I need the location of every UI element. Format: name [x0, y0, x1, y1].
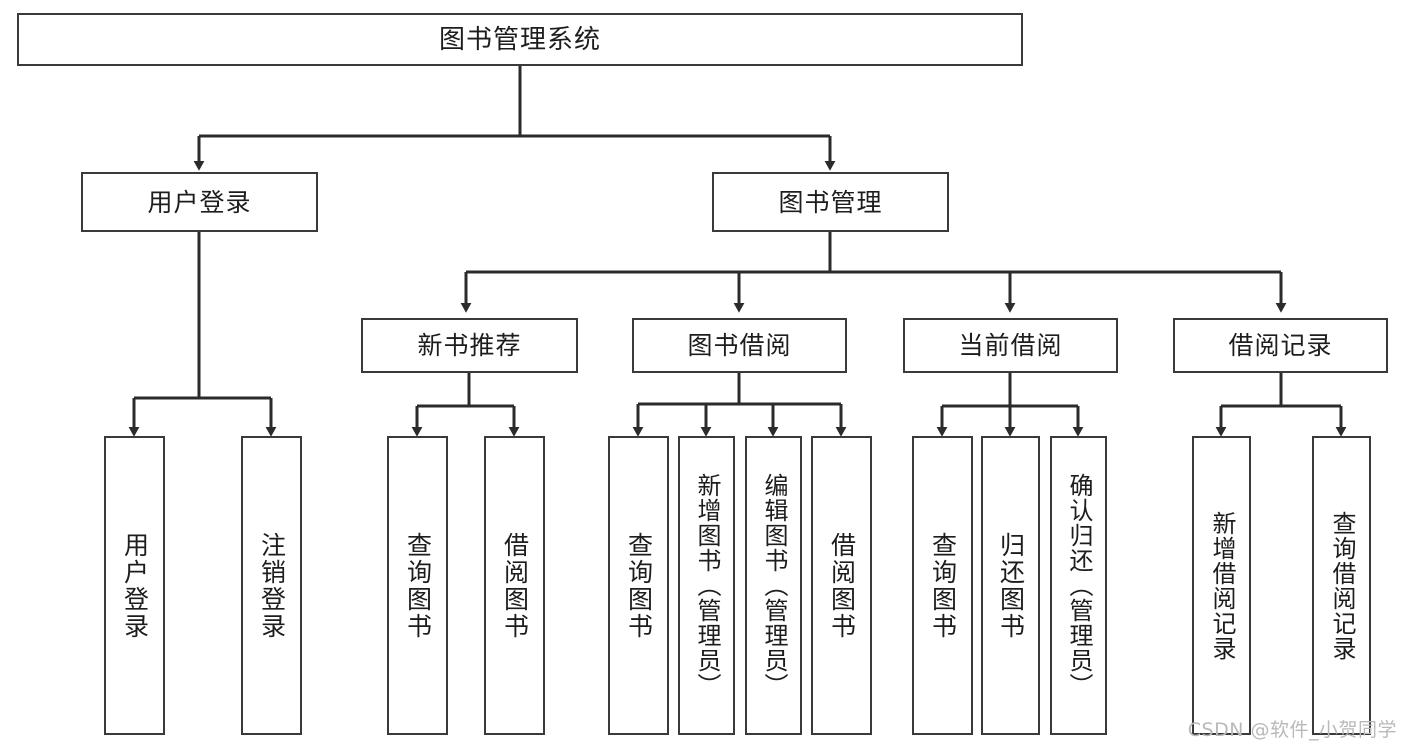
node-user-login[interactable]: 用户登录	[81, 172, 318, 232]
leaf-add-record[interactable]: 新增借阅记录	[1192, 436, 1251, 735]
leaf-return-book[interactable]: 归还图书	[981, 436, 1040, 735]
leaf-query-record[interactable]: 查询借阅记录	[1312, 436, 1371, 735]
node-borrow-record[interactable]: 借阅记录	[1173, 318, 1388, 373]
leaf-query-book-3[interactable]: 查询图书	[912, 436, 973, 735]
leaf-add-book[interactable]: 新增图书（管理员）	[678, 436, 735, 735]
leaf-edit-book[interactable]: 编辑图书（管理员）	[745, 436, 802, 735]
node-new-book-recommend[interactable]: 新书推荐	[361, 318, 578, 373]
csdn-watermark: CSDN @软件_小贺同学	[1187, 719, 1397, 741]
leaf-borrow-book-2[interactable]: 借阅图书	[811, 436, 872, 735]
node-current-borrow[interactable]: 当前借阅	[903, 318, 1118, 373]
node-root[interactable]: 图书管理系统	[17, 13, 1023, 66]
node-book-manage[interactable]: 图书管理	[712, 172, 949, 232]
leaf-logout[interactable]: 注销登录	[241, 436, 302, 735]
leaf-borrow-book-1[interactable]: 借阅图书	[484, 436, 545, 735]
leaf-confirm-return[interactable]: 确认归还（管理员）	[1050, 436, 1107, 735]
leaf-query-book-2[interactable]: 查询图书	[608, 436, 669, 735]
leaf-query-book-1[interactable]: 查询图书	[387, 436, 448, 735]
node-book-borrow[interactable]: 图书借阅	[632, 318, 847, 373]
leaf-user-login[interactable]: 用户登录	[104, 436, 165, 735]
